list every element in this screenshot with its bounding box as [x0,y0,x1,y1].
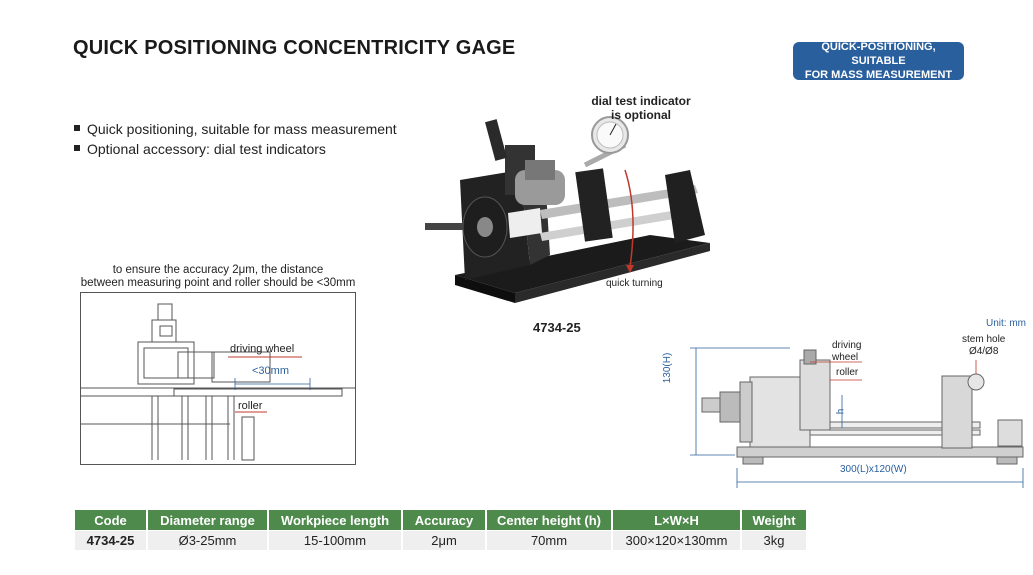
page-title: QUICK POSITIONING CONCENTRICITY GAGE [73,37,516,59]
badge-line-1: QUICK-POSITIONING, SUITABLE [821,41,936,67]
spec-table: Code Diameter range Workpiece length Acc… [75,510,808,550]
note-line: to ensure the accuracy 2μm, the distance [112,264,324,276]
badge-line-2: FOR MASS MEASUREMENT [804,69,953,81]
height-dimension-label: 130(H) [662,352,673,384]
table-cell: 300×120×130mm [612,530,742,550]
feature-text: Quick positioning, suitable for mass mea… [87,121,397,137]
dimension-drawing [690,347,1024,488]
unit-label: Unit: mm [986,318,1026,329]
table-cell: 2μm [402,530,487,550]
col-header: Accuracy [402,510,487,531]
callout-line: is optional [611,108,671,122]
feature-item: Optional accessory: dial test indicators [74,141,326,157]
indicator-callout: dial test indicator is optional [578,94,704,122]
table-cell: 15-100mm [268,530,403,550]
table-header-row: Code Diameter range Workpiece length Acc… [75,510,808,531]
roller-label: roller [238,400,263,412]
bullet-square-icon [74,125,80,132]
col-header: Workpiece length [268,510,403,531]
table-cell: 3kg [741,530,808,550]
col-header: Diameter range [147,510,269,531]
model-number: 4734-25 [533,320,581,335]
dim-roller-label: roller [836,367,859,378]
note-line: between measuring point and roller shoul… [80,277,356,289]
col-header: Weight [741,510,808,531]
base-dimension-label: 300(L)x120(W) [840,464,907,475]
label-line: Ø4/Ø8 [968,346,999,357]
turning-arrow-icon [624,169,634,268]
center-height-label: h [835,408,847,415]
feature-item: Quick positioning, suitable for mass mea… [74,121,397,137]
feature-text: Optional accessory: dial test indicators [87,141,326,157]
table-cell: 70mm [486,530,613,550]
label-line: wheel [832,352,859,363]
table-row: 4734-25 Ø3-25mm 15-100mm 2μm 70mm 300×12… [75,530,808,550]
driving-wheel-label: driving wheel [230,343,295,355]
product-photo [425,116,710,303]
turning-label: quick turning [606,278,663,289]
table-cell: Ø3-25mm [147,530,269,550]
distance-label: <30mm [252,365,289,377]
detail-diagram [80,292,356,465]
dim-driving-wheel-label: driving wheel [832,340,861,364]
col-header: L×W×H [612,510,742,531]
col-header: Center height (h) [486,510,613,531]
callout-line: dial test indicator [591,94,691,108]
bullet-square-icon [74,145,80,152]
table-cell: 4734-25 [75,530,148,550]
label-line: stem hole [962,334,1006,345]
label-line: driving [832,340,862,351]
col-header: Code [75,510,148,531]
stem-hole-label: stem hole Ø4/Ø8 [962,334,1005,358]
feature-badge: QUICK-POSITIONING, SUITABLE FOR MASS MEA… [793,41,964,81]
accuracy-note: to ensure the accuracy 2μm, the distance… [73,264,363,290]
